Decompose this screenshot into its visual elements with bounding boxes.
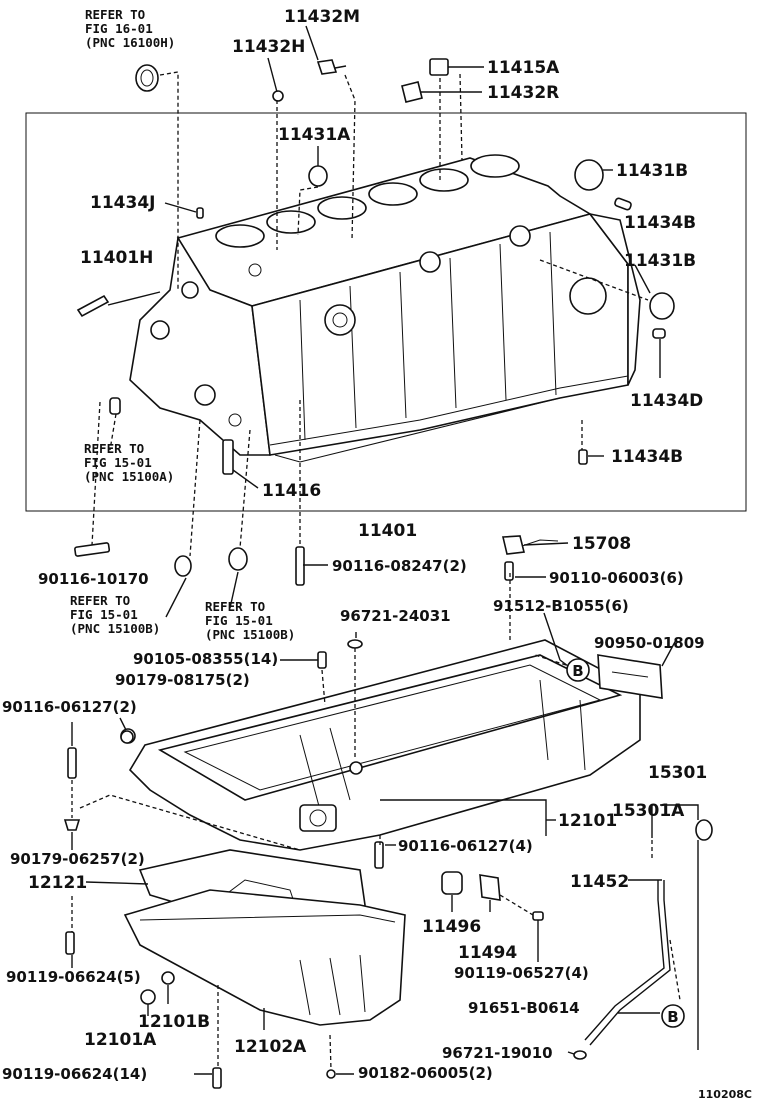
- label-15708: 15708: [572, 534, 631, 554]
- label-90116-10170: 90116-10170: [38, 570, 149, 588]
- label-12101B: 12101B: [138, 1012, 210, 1032]
- label-90119-06624-5: 90119-06624(5): [6, 968, 141, 986]
- label-90950-01809: 90950-01809: [594, 634, 705, 652]
- ref-fig-15-01-b-left: REFER TO FIG 15-01 (PNC 15100B): [70, 593, 160, 636]
- label-90116-06127-2: 90116-06127(2): [2, 698, 137, 716]
- ref-fig-15-01-a: REFER TO FIG 15-01 (PNC 15100A): [84, 441, 174, 484]
- label-11434B-top: 11434B: [624, 213, 696, 233]
- part-labels: 11432M 11432H 11415A 11432R 11431A 11431…: [2, 7, 707, 1083]
- svg-text:REFER TO: REFER TO: [70, 593, 130, 608]
- ref-fig-15-01-b-right: REFER TO FIG 15-01 (PNC 15100B): [205, 599, 295, 642]
- label-12102A: 12102A: [234, 1037, 307, 1057]
- label-11432M: 11432M: [284, 7, 360, 27]
- block-frame: [25, 112, 747, 512]
- leader-lines: [71, 25, 699, 1075]
- label-96721-19010: 96721-19010: [442, 1044, 553, 1062]
- svg-text:REFER TO: REFER TO: [84, 441, 144, 456]
- svg-text:(PNC 15100B): (PNC 15100B): [70, 621, 160, 636]
- label-15301A: 15301A: [612, 801, 685, 821]
- svg-text:FIG 15-01: FIG 15-01: [205, 613, 273, 628]
- oil-pan-lower-illustration: [123, 849, 406, 1026]
- svg-text:FIG 15-01: FIG 15-01: [84, 455, 152, 470]
- svg-text:FIG 15-01: FIG 15-01: [70, 607, 138, 622]
- label-11401H: 11401H: [80, 248, 153, 268]
- label-11431B-mid: 11431B: [624, 251, 696, 271]
- ref-fig-16-01: REFER TO FIG 16-01 (PNC 16100H): [85, 7, 175, 50]
- figure-id: 110208C: [698, 1088, 752, 1101]
- svg-text:REFER TO: REFER TO: [85, 7, 145, 22]
- label-90116-06127-4: 90116-06127(4): [398, 837, 533, 855]
- svg-text:REFER TO: REFER TO: [205, 599, 265, 614]
- svg-text:B: B: [667, 1008, 678, 1026]
- label-11401: 11401: [358, 521, 417, 541]
- svg-text:(PNC 16100H): (PNC 16100H): [85, 35, 175, 50]
- label-11434B-bot: 11434B: [611, 447, 683, 467]
- label-12101: 12101: [558, 811, 617, 831]
- label-90110-06003: 90110-06003(6): [549, 569, 684, 587]
- svg-text:(PNC 15100A): (PNC 15100A): [84, 469, 174, 484]
- label-11415A: 11415A: [487, 58, 560, 78]
- label-11431A: 11431A: [278, 125, 351, 145]
- label-11452: 11452: [570, 872, 629, 892]
- oil-pan-upper-illustration: [120, 639, 641, 851]
- label-90119-06624-14: 90119-06624(14): [2, 1065, 147, 1083]
- svg-text:(PNC 15100B): (PNC 15100B): [205, 627, 295, 642]
- label-15301: 15301: [648, 763, 707, 783]
- svg-text:FIG 16-01: FIG 16-01: [85, 21, 153, 36]
- label-96721-24031: 96721-24031: [340, 607, 451, 625]
- small-parts: [63, 58, 713, 1089]
- label-11431B-top: 11431B: [616, 161, 688, 181]
- label-12121: 12121: [28, 873, 87, 893]
- label-90105-08355: 90105-08355(14): [133, 650, 278, 668]
- label-90119-06527: 90119-06527(4): [454, 964, 589, 982]
- label-90179-08175: 90179-08175(2): [115, 671, 250, 689]
- label-90179-06257: 90179-06257(2): [10, 850, 145, 868]
- label-12101A: 12101A: [84, 1030, 157, 1050]
- svg-text:B: B: [572, 662, 583, 680]
- label-90116-08247: 90116-08247(2): [332, 557, 467, 575]
- label-11434D: 11434D: [630, 391, 703, 411]
- cylinder-block-illustration: [129, 154, 641, 463]
- label-11496: 11496: [422, 917, 481, 937]
- label-91651-B0614: 91651-B0614: [468, 999, 580, 1017]
- label-11494: 11494: [458, 943, 517, 963]
- label-11434J: 11434J: [90, 193, 155, 213]
- callout-b-lower: B: [661, 1004, 685, 1028]
- label-11432H: 11432H: [232, 37, 305, 57]
- label-91512-B1055: 91512-B1055(6): [493, 597, 629, 615]
- label-11416: 11416: [262, 481, 321, 501]
- callout-b-upper: B: [566, 658, 590, 682]
- label-11432R: 11432R: [487, 83, 559, 103]
- label-90182-06005: 90182-06005(2): [358, 1064, 493, 1082]
